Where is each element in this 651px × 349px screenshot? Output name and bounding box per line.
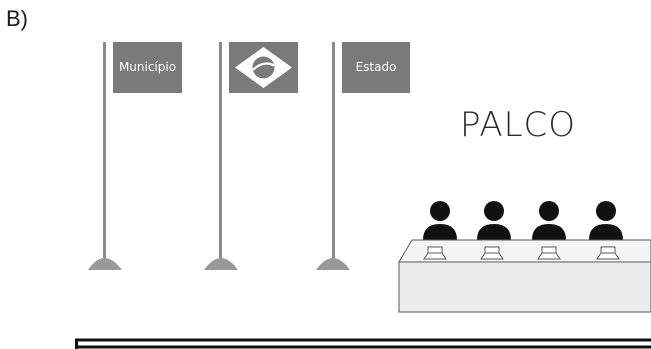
option-label: B) bbox=[6, 6, 28, 31]
person-icon bbox=[589, 201, 623, 240]
flag-estado: Estado bbox=[316, 42, 410, 270]
stage-table bbox=[398, 239, 651, 313]
name-plate-icon bbox=[596, 246, 620, 260]
flag-national bbox=[204, 42, 298, 270]
name-plate-icon bbox=[537, 246, 561, 260]
flag-pole bbox=[103, 42, 106, 263]
flag-base bbox=[316, 258, 350, 270]
person-icon bbox=[423, 201, 457, 240]
stage-edge bbox=[75, 338, 651, 349]
name-plate-icon bbox=[423, 246, 447, 260]
person-icon bbox=[532, 201, 566, 240]
table-front bbox=[398, 261, 651, 313]
person-icon bbox=[477, 201, 511, 240]
flag-municipio: Município bbox=[88, 42, 182, 270]
stage-people bbox=[423, 201, 623, 240]
stage-title: PALCO bbox=[460, 105, 576, 145]
flag-label-estado: Estado bbox=[356, 60, 397, 74]
flag-cloth bbox=[342, 42, 410, 93]
flag-pole bbox=[332, 42, 335, 263]
flag-base bbox=[88, 258, 122, 270]
flag-base bbox=[204, 258, 238, 270]
flag-cloth bbox=[113, 42, 182, 93]
flag-pole bbox=[219, 42, 222, 263]
name-plate-icon bbox=[480, 246, 504, 260]
national-flag-emblem-icon bbox=[235, 47, 292, 88]
flag-label-municipio: Município bbox=[119, 60, 176, 74]
